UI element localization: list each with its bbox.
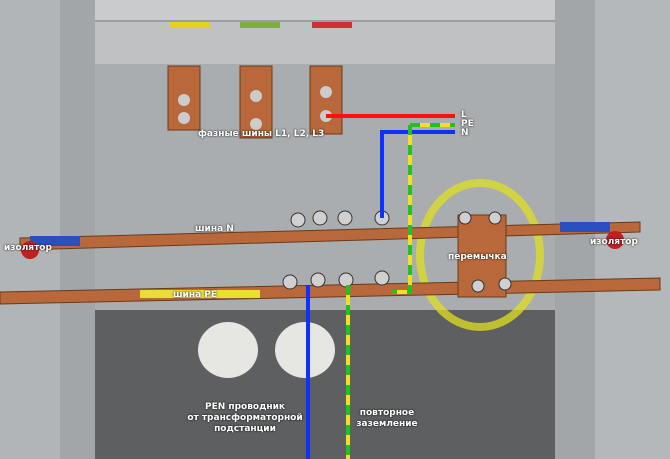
reground-line2: заземление [356,419,418,429]
pen-line2: от трансформаторной [187,413,303,423]
jumper-highlight [416,179,544,331]
insulator-left [21,241,39,259]
left-rail [0,0,60,459]
label-PE: PE [461,119,474,129]
phase-busbar-L3 [309,65,343,135]
label-L: L [461,110,467,120]
cabinet-floor [40,310,640,459]
top-rail [80,22,560,64]
line-N [380,130,455,218]
label-phase-busbars: фазные шины L1, L2, L3 [198,129,325,139]
insulator-right [606,231,624,249]
pen-line3: подстанции [214,424,276,434]
label-bus-PE: шина PE [173,290,218,300]
label-jumper: перемычка [448,252,507,262]
cable-gland [275,322,335,378]
reground-line1: повторное [359,408,415,418]
label-N: N [461,128,469,138]
label-insulator-right: изолятор [590,237,638,247]
label-insulator-left: изолятор [4,243,52,253]
label-pen-conductor: PEN проводник от трансформаторной подста… [185,402,305,435]
pen-line1: PEN проводник [204,402,286,412]
label-regrounding: повторное заземление [352,408,422,430]
label-bus-N: шина N [195,224,234,234]
cable-gland [198,322,258,378]
